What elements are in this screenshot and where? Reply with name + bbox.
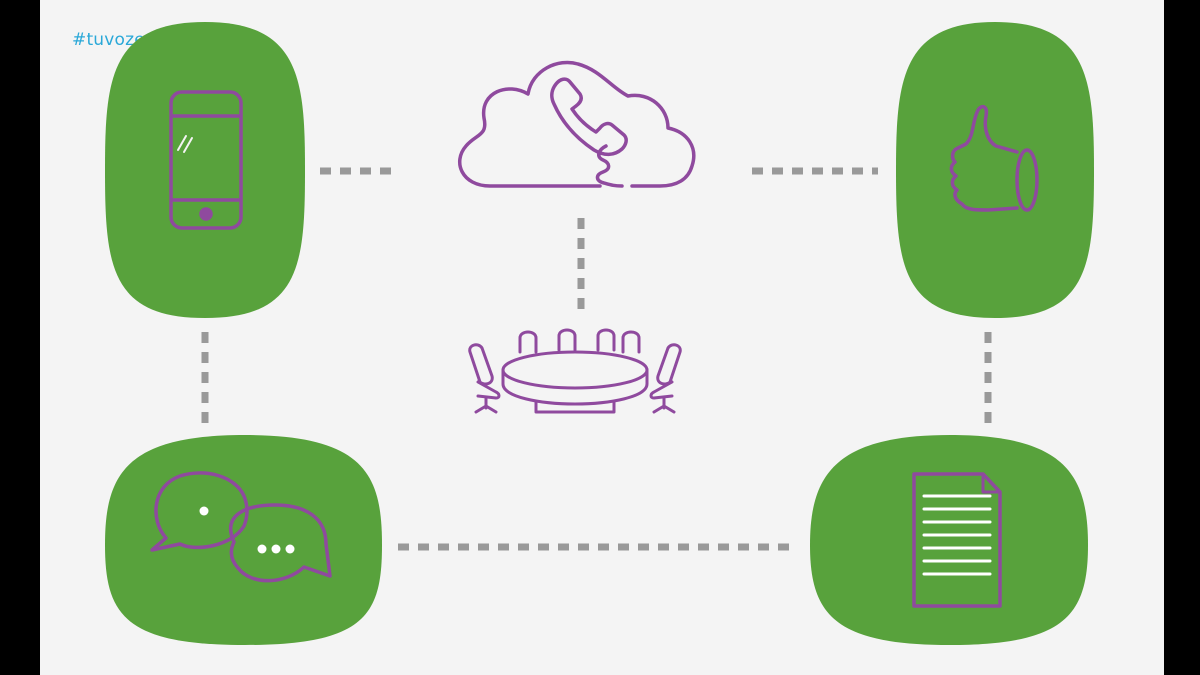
node-smartphone: [105, 22, 305, 318]
node-document: [810, 435, 1088, 645]
cloud-phone-icon: [458, 60, 696, 188]
thumbs-up-icon: [949, 104, 1039, 212]
smartphone-icon: [169, 90, 243, 230]
meeting-table-icon: [468, 328, 682, 414]
document-icon: [912, 472, 1002, 608]
node-thumbs-up: [896, 22, 1094, 318]
node-chat: [105, 435, 382, 645]
chat-bubbles-icon: [150, 471, 332, 583]
